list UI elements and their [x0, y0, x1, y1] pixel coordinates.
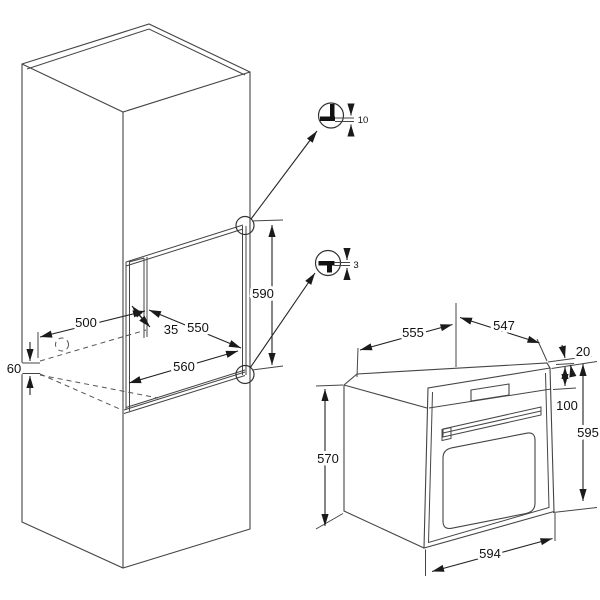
dim-niche-width: 560 — [173, 359, 195, 374]
cabinet-dimensions: 590 500 35 550 560 60 — [4, 219, 284, 395]
dim-niche-height: 590 — [252, 286, 274, 301]
mount-point-top — [235, 215, 255, 236]
dim-bottom-clearance: 3 — [353, 260, 358, 271]
dim-rear-gap: 60 — [7, 361, 21, 376]
dim-front-height: 595 — [577, 425, 599, 440]
oven-dimensions: 570 555 547 20 100 595 594 — [314, 303, 600, 576]
cabinet-niche — [123, 215, 255, 414]
cable-hole — [55, 337, 69, 352]
dim-top-clearance: 10 — [358, 115, 369, 126]
dim-front-rail: 35 — [164, 322, 178, 337]
dim-niche-depth: 550 — [187, 320, 209, 335]
dim-body-height: 570 — [317, 451, 339, 466]
dim-depth-body: 547 — [493, 318, 515, 333]
detail-callout-top: 10 — [317, 102, 370, 137]
dim-depth-overall: 555 — [402, 325, 424, 340]
dim-floor-depth: 500 — [75, 315, 97, 330]
door-handle — [442, 406, 542, 438]
oven-body — [343, 362, 555, 549]
detail-leaders — [249, 130, 318, 369]
cabinet-outline — [21, 23, 251, 569]
dim-top-gap: 20 — [576, 344, 590, 359]
hidden-lines — [39, 329, 159, 411]
door-window — [442, 432, 536, 530]
detail-callout-bottom: 3 — [314, 248, 361, 280]
control-display — [470, 383, 510, 402]
dim-control-panel: 100 — [556, 398, 578, 413]
dim-front-width: 594 — [479, 546, 501, 561]
